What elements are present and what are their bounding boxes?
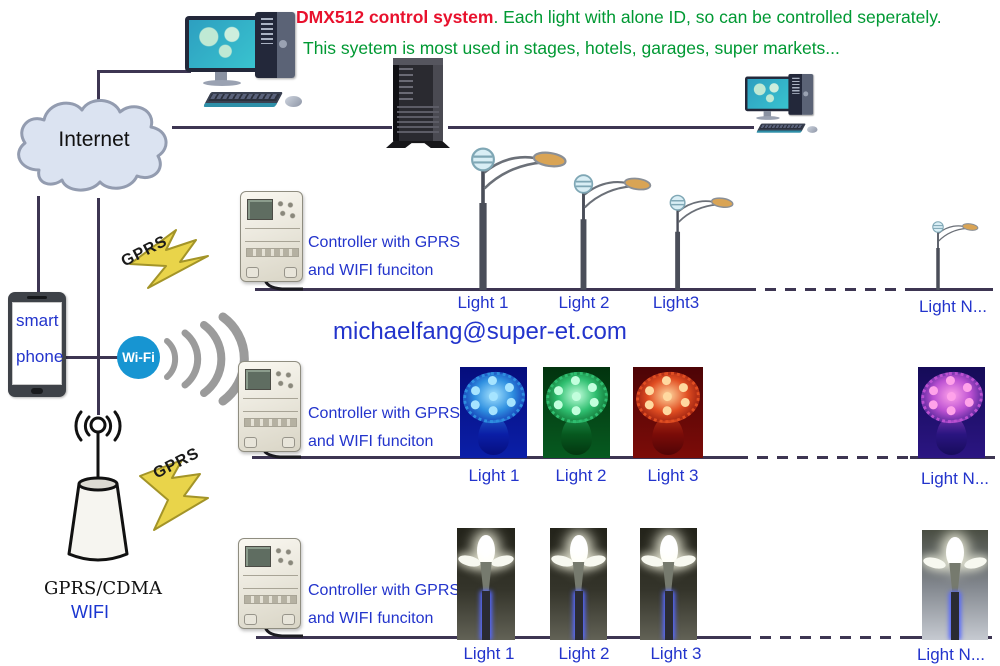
row3-lightN-label: Light N... bbox=[916, 645, 986, 664]
line-pc-to-cloud-v bbox=[97, 70, 100, 104]
row1-light3-label: Light3 bbox=[652, 293, 700, 312]
line-cloud-to-antenna bbox=[97, 198, 100, 415]
pc2-stand bbox=[763, 111, 772, 117]
title-main: DMX512 control system bbox=[296, 7, 494, 27]
line-phone-to-wifi bbox=[64, 356, 118, 359]
contact-email: michaelfang@super-et.com bbox=[333, 318, 627, 345]
row3-light3-label: Light 3 bbox=[650, 644, 702, 663]
bus-row1-solid bbox=[255, 288, 745, 291]
row1-light1-label: Light 1 bbox=[457, 293, 509, 312]
row3-light1-label: Light 1 bbox=[463, 644, 515, 663]
antenna-label-gprs-cdma: GPRS/CDMA bbox=[43, 578, 163, 599]
phone-label-line2: phone bbox=[16, 347, 64, 366]
row1-light2-label: Light 2 bbox=[558, 293, 610, 312]
page-subtitle: This syetem is most used in stages, hote… bbox=[303, 38, 840, 58]
desktop-computer-2-icon bbox=[745, 74, 819, 137]
pc2-monitor bbox=[745, 76, 791, 112]
server-tower-icon bbox=[386, 58, 450, 148]
phone-speaker bbox=[27, 296, 47, 299]
pc-mouse bbox=[285, 96, 302, 107]
street-light-3-icon bbox=[669, 194, 734, 290]
row2-lightN-label: Light N... bbox=[920, 469, 990, 488]
pc-tower bbox=[255, 12, 295, 78]
bus-row1-end bbox=[905, 288, 993, 291]
pc-base bbox=[203, 80, 241, 86]
internet-cloud: Internet bbox=[8, 90, 180, 200]
line-server-to-pc2 bbox=[448, 126, 754, 129]
pc2-tower bbox=[788, 74, 814, 115]
phone-home-button bbox=[31, 388, 43, 394]
street-light-1-icon bbox=[471, 147, 567, 290]
bus-row3-dashed bbox=[740, 636, 908, 639]
row2-light3-label: Light 3 bbox=[647, 466, 699, 485]
led-spotlight-blue bbox=[460, 367, 527, 458]
antenna-label-wifi: WIFI bbox=[71, 602, 109, 622]
row2-light1-label: Light 1 bbox=[468, 466, 520, 485]
wifi-waves-icon bbox=[164, 312, 249, 406]
title-suffix: . Each light with alone ID, so can be co… bbox=[493, 7, 942, 27]
pc2-mouse bbox=[807, 126, 818, 133]
desktop-computer-icon bbox=[185, 12, 305, 114]
controller-3-label: Controller with GPRS and WIFI funciton bbox=[308, 582, 461, 627]
gprs-bolt-2-icon bbox=[139, 459, 209, 531]
bus-row1-dashed bbox=[745, 288, 905, 291]
controller-2-icon bbox=[238, 361, 301, 452]
bus-row2-dashed bbox=[737, 456, 910, 459]
controller-3-icon bbox=[238, 538, 301, 629]
pc2-screen-map bbox=[747, 78, 789, 109]
led-spotlight-green bbox=[543, 367, 610, 458]
pc-screen-map bbox=[189, 20, 255, 68]
controller-2-label: Controller with GPRS and WIFI funciton bbox=[308, 405, 461, 450]
row2-light2-label: Light 2 bbox=[555, 466, 607, 485]
phone-label-line1: smart bbox=[16, 311, 59, 330]
controller-1-icon bbox=[240, 191, 303, 282]
night-lamp-1 bbox=[457, 528, 515, 640]
street-light-2-icon bbox=[573, 174, 652, 290]
led-spotlight-red bbox=[633, 367, 703, 458]
wifi-icon: Wi-Fi bbox=[117, 336, 160, 379]
pc-stand bbox=[215, 72, 227, 81]
row1-lightN-label: Light N... bbox=[918, 297, 988, 316]
controller-1-label: Controller with GPRS and WIFI funciton bbox=[308, 234, 461, 279]
cloud-icon bbox=[17, 99, 168, 192]
night-lamp-2 bbox=[550, 528, 607, 640]
led-spotlight-purple bbox=[918, 367, 985, 458]
internet-label: Internet bbox=[58, 128, 130, 151]
pc-monitor bbox=[185, 16, 259, 72]
night-lamp-n bbox=[922, 530, 988, 640]
line-cloud-to-server bbox=[172, 126, 392, 129]
line-cloud-to-phone bbox=[37, 196, 40, 295]
row3-light2-label: Light 2 bbox=[558, 644, 610, 663]
night-lamp-3 bbox=[640, 528, 697, 640]
pc2-base bbox=[756, 116, 780, 120]
phone-screen: smart phone bbox=[12, 302, 64, 385]
smartphone-icon: smart phone bbox=[8, 292, 66, 397]
pc2-keyboard bbox=[756, 123, 806, 133]
street-light-n-icon bbox=[932, 221, 979, 290]
pc-keyboard bbox=[203, 92, 283, 107]
gprs-bolt-1-icon bbox=[129, 229, 209, 289]
page-title: DMX512 control system. Each light with a… bbox=[296, 7, 942, 28]
antenna-tower-icon bbox=[67, 410, 129, 562]
line-pc-to-cloud-h bbox=[97, 70, 191, 73]
